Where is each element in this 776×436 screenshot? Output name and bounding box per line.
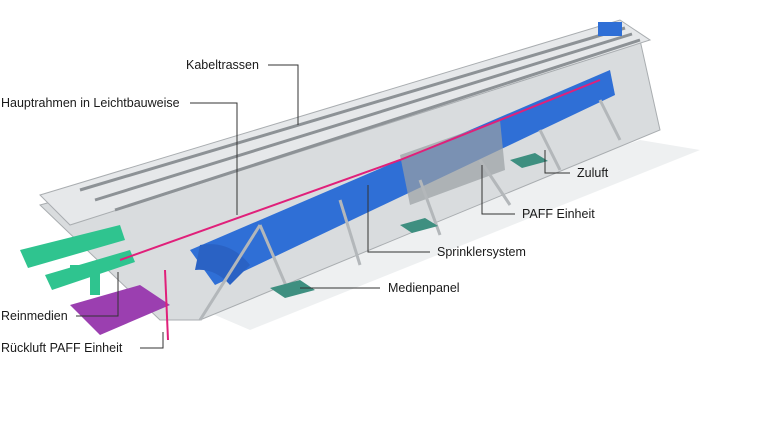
top-equipment-box [598,22,622,36]
cable-trays [79,26,641,212]
leader-zuluft [544,150,570,174]
label-sprinklersystem: Sprinklersystem [437,245,526,259]
label-paff-einheit: PAFF Einheit [522,207,595,221]
leader-lines [76,64,570,349]
return-air-block [70,285,170,335]
label-medienpanel: Medienpanel [388,281,460,295]
leader-hauptrahmen [190,102,238,215]
duct-elbow [195,244,250,285]
leader-rueckluft [140,332,164,349]
media-panels [270,153,548,298]
label-kabeltrassen: Kabeltrassen [186,58,259,72]
supply-air-duct [190,70,615,285]
clean-media-pipes [20,225,135,295]
sprinkler-pipes [119,79,601,341]
label-reinmedien: Reinmedien [1,309,68,323]
leader-paff [481,165,515,215]
leader-kabeltrassen [268,64,299,125]
leader-sprinkler [367,185,430,253]
label-hauptrahmen: Hauptrahmen in Leichtbauweise [1,96,180,110]
paff-unit [400,120,505,205]
leader-reinmedien [76,272,119,317]
label-rueckluft-paff-einheit: Rückluft PAFF Einheit [1,341,123,355]
label-zuluft: Zuluft [577,166,609,180]
